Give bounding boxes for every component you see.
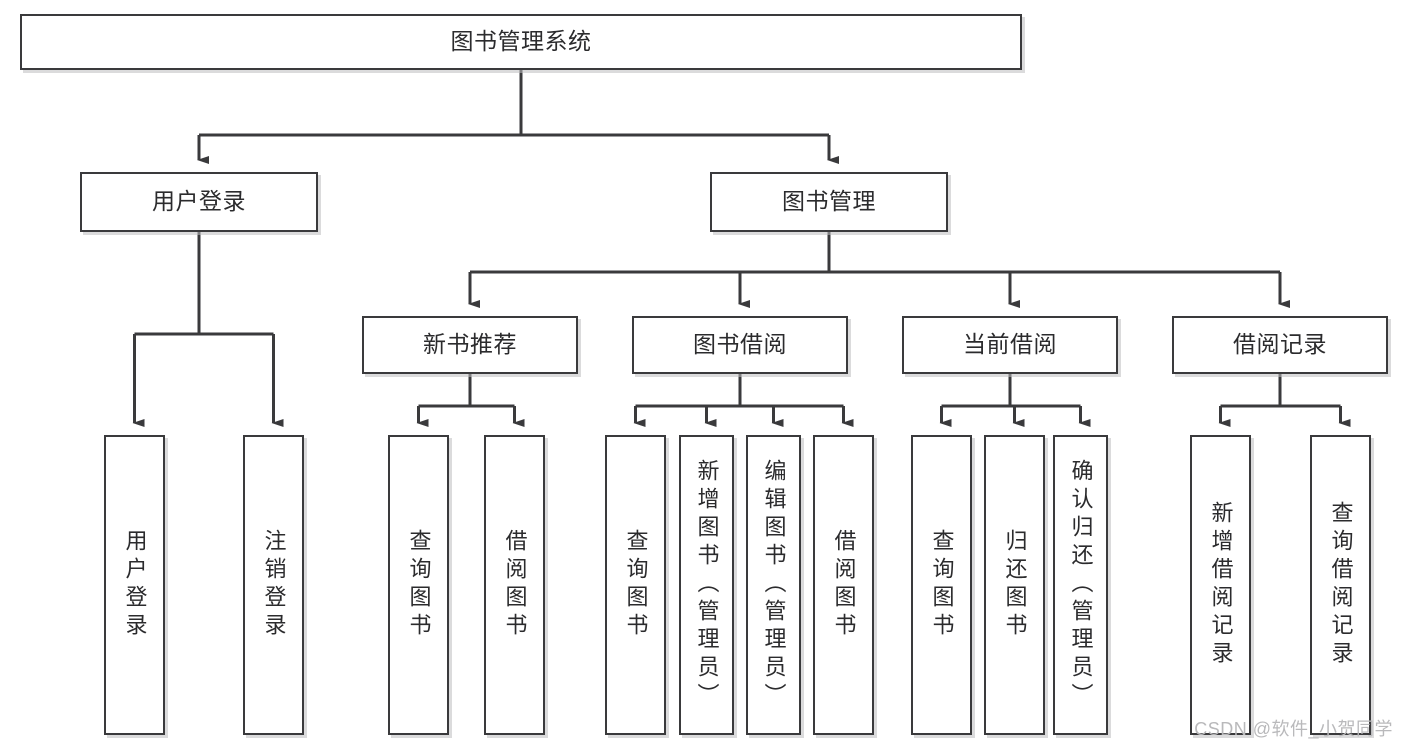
node-leaf-borrow-book-2[interactable]: 借阅图书 [813, 435, 874, 735]
node-book-manage[interactable]: 图书管理 [710, 172, 948, 232]
node-label: 借阅图书 [502, 529, 528, 641]
node-label: 注销登录 [261, 529, 287, 641]
node-label: 确认归还（管理员） [1068, 459, 1094, 711]
node-new-book-rec[interactable]: 新书推荐 [362, 316, 578, 374]
node-leaf-user-login[interactable]: 用户登录 [104, 435, 165, 735]
watermark: CSDN @软件_小贺同学 [1194, 719, 1393, 739]
node-label: 用户登录 [152, 188, 246, 215]
node-label: 借阅图书 [831, 529, 857, 641]
node-leaf-logout[interactable]: 注销登录 [243, 435, 304, 735]
node-leaf-query-book-1[interactable]: 查询图书 [388, 435, 449, 735]
node-label: 用户登录 [122, 529, 148, 641]
node-user-login[interactable]: 用户登录 [80, 172, 318, 232]
node-leaf-query-record[interactable]: 查询借阅记录 [1310, 435, 1371, 735]
node-label: 查询图书 [623, 529, 649, 641]
node-label: 查询图书 [406, 529, 432, 641]
node-label: 图书借阅 [693, 331, 787, 358]
node-leaf-borrow-book-1[interactable]: 借阅图书 [484, 435, 545, 735]
node-leaf-query-book-3[interactable]: 查询图书 [911, 435, 972, 735]
node-label: 编辑图书（管理员） [761, 459, 787, 711]
node-label: 查询借阅记录 [1328, 501, 1354, 669]
node-leaf-add-book[interactable]: 新增图书（管理员） [679, 435, 734, 735]
node-label: 新增借阅记录 [1208, 501, 1234, 669]
node-borrow-record[interactable]: 借阅记录 [1172, 316, 1388, 374]
node-label: 查询图书 [929, 529, 955, 641]
node-label: 图书管理 [782, 188, 876, 215]
node-root[interactable]: 图书管理系统 [20, 14, 1022, 70]
node-leaf-edit-book[interactable]: 编辑图书（管理员） [746, 435, 801, 735]
node-book-borrow[interactable]: 图书借阅 [632, 316, 848, 374]
node-label: 当前借阅 [963, 331, 1057, 358]
node-leaf-add-record[interactable]: 新增借阅记录 [1190, 435, 1251, 735]
node-label: 新增图书（管理员） [694, 459, 720, 711]
connector-lines [132, 70, 1351, 427]
node-current-borrow[interactable]: 当前借阅 [902, 316, 1118, 374]
node-leaf-confirm-return[interactable]: 确认归还（管理员） [1053, 435, 1108, 735]
node-leaf-return-book[interactable]: 归还图书 [984, 435, 1045, 735]
node-leaf-query-book-2[interactable]: 查询图书 [605, 435, 666, 735]
node-label: 借阅记录 [1233, 331, 1327, 358]
node-label: 归还图书 [1002, 529, 1028, 641]
node-label: 新书推荐 [423, 331, 517, 358]
node-label: 图书管理系统 [450, 28, 592, 55]
